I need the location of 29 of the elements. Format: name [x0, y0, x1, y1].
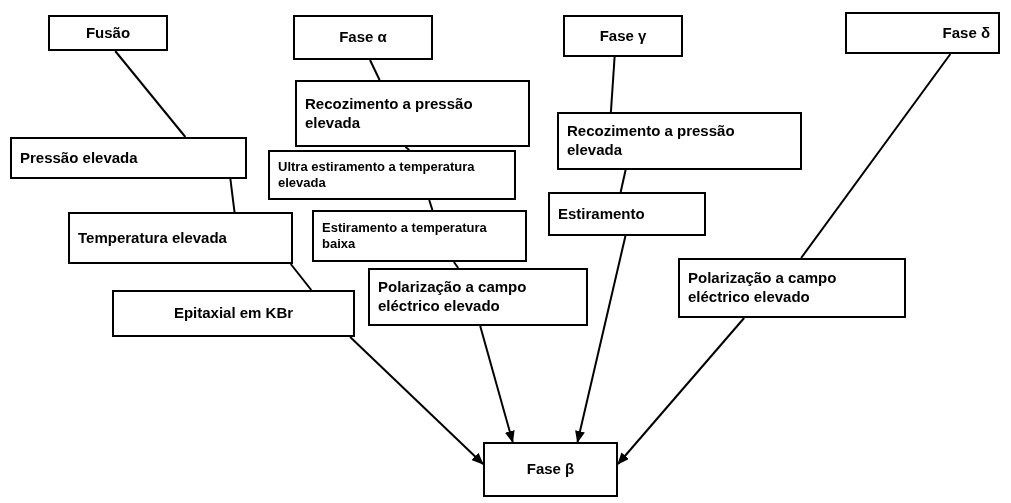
process-box: Fase α [293, 15, 433, 60]
process-box: Pressão elevada [10, 137, 247, 179]
connector-line [369, 59, 381, 81]
process-box: Polarização a campo eléctrico elevado [368, 268, 588, 326]
connector-line [114, 50, 187, 138]
process-box: Recozimento a pressão elevada [295, 80, 530, 147]
process-box: Fase γ [563, 15, 683, 57]
process-box: Temperatura elevada [68, 212, 293, 264]
arrow [575, 235, 627, 443]
process-box: Ultra estiramento a temperatura elevada [268, 150, 516, 200]
connector-line [404, 146, 411, 151]
connector-line [289, 263, 313, 291]
process-box: Estiramento [548, 192, 706, 236]
process-box: Polarização a campo eléctrico elevado [678, 258, 906, 318]
process-box: Estiramento a temperatura baixa [312, 210, 527, 262]
arrow [479, 325, 515, 443]
process-box: Fusão [48, 15, 168, 51]
arrow [349, 336, 484, 465]
connector-line [800, 53, 952, 259]
process-box: Epitaxial em KBr [112, 290, 355, 337]
arrow [617, 317, 746, 465]
connector-line [619, 169, 627, 193]
connector-line [229, 178, 236, 213]
process-box: Recozimento a pressão elevada [557, 112, 802, 170]
connector-line [609, 56, 616, 113]
process-box: Fase β [483, 442, 618, 497]
connector-line [452, 261, 460, 269]
connector-line [428, 199, 434, 211]
process-box: Fase δ [845, 12, 1000, 54]
